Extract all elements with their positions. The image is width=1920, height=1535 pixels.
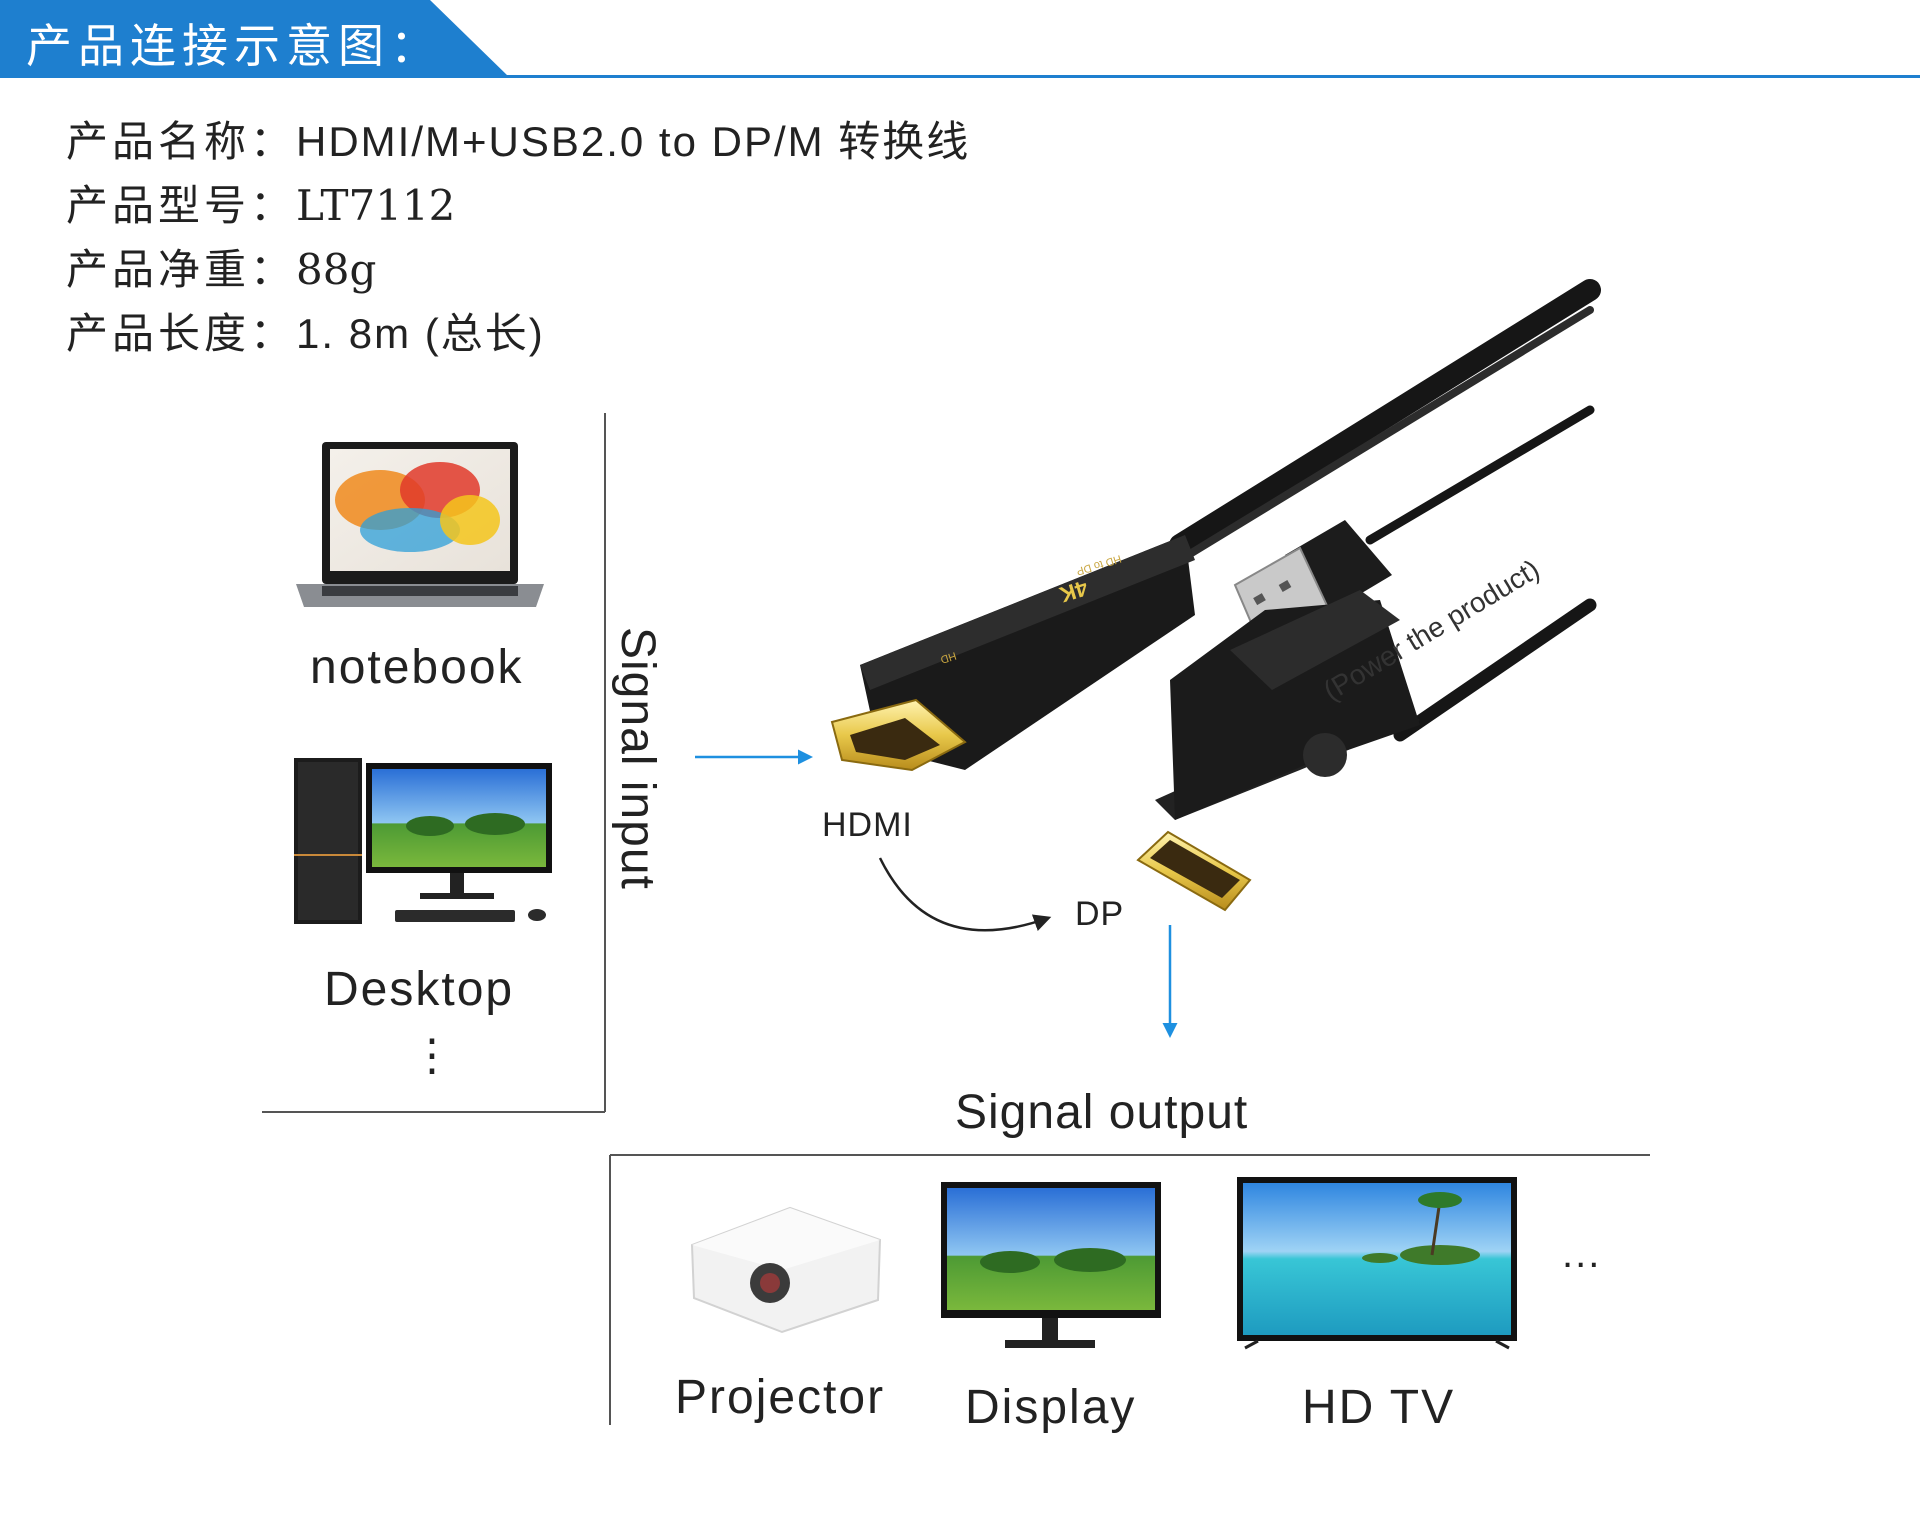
spec-model-label: 产品型号： xyxy=(66,181,297,230)
hdmi-cable-highlight xyxy=(1176,306,1594,564)
projector-label: Projector xyxy=(675,1371,886,1424)
dp-connector xyxy=(1136,590,1420,912)
notebook-label: notebook xyxy=(310,641,524,694)
input-more-icon: ⋮ xyxy=(410,1031,456,1080)
desktop-image xyxy=(294,758,552,924)
spec-name: 产品名称：HDMI/M+USB2.0 to DP/M 转换线 xyxy=(66,108,970,169)
signal-output-label: Signal output xyxy=(955,1086,1249,1139)
usb-cable xyxy=(1365,405,1595,545)
adapter-hd-text: HD xyxy=(939,649,958,665)
dp-cable xyxy=(1393,598,1597,742)
spec-name-label: 产品名称： xyxy=(66,117,297,166)
hdmi-adapter xyxy=(830,535,1195,772)
spec-length: 产品长度：1. 8m (总长) xyxy=(66,300,545,361)
hdmi-cable xyxy=(1169,279,1601,556)
hdtv-image xyxy=(1237,1177,1517,1350)
hdtv-label: HD TV xyxy=(1302,1381,1456,1434)
spec-model: 产品型号：LT7112 xyxy=(66,172,455,233)
header-banner xyxy=(0,0,510,78)
spec-weight-label: 产品净重： xyxy=(66,245,297,294)
hdmi-label: HDMI xyxy=(822,806,913,844)
spec-name-value: HDMI/M+USB2.0 to DP/M 转换线 xyxy=(296,118,971,165)
dp-label: DP xyxy=(1075,895,1125,933)
spec-length-value: 1. 8m (总长) xyxy=(296,310,545,357)
spec-model-value: LT7112 xyxy=(296,181,456,230)
display-label: Display xyxy=(965,1381,1137,1434)
conversion-arrow xyxy=(878,857,1052,932)
spec-length-label: 产品长度： xyxy=(66,309,297,358)
notebook-image xyxy=(296,442,544,607)
page-title: 产品连接示意图： xyxy=(26,19,442,73)
header-divider xyxy=(0,75,1920,78)
projector-image xyxy=(690,1206,882,1334)
signal-input-label: Signal input xyxy=(611,627,664,890)
output-more-icon: ... xyxy=(1562,1232,1602,1276)
display-image xyxy=(941,1182,1161,1348)
spec-weight: 产品净重：88g xyxy=(66,236,376,297)
spec-weight-value: 88g xyxy=(296,245,377,294)
desktop-label: Desktop xyxy=(324,963,515,1016)
